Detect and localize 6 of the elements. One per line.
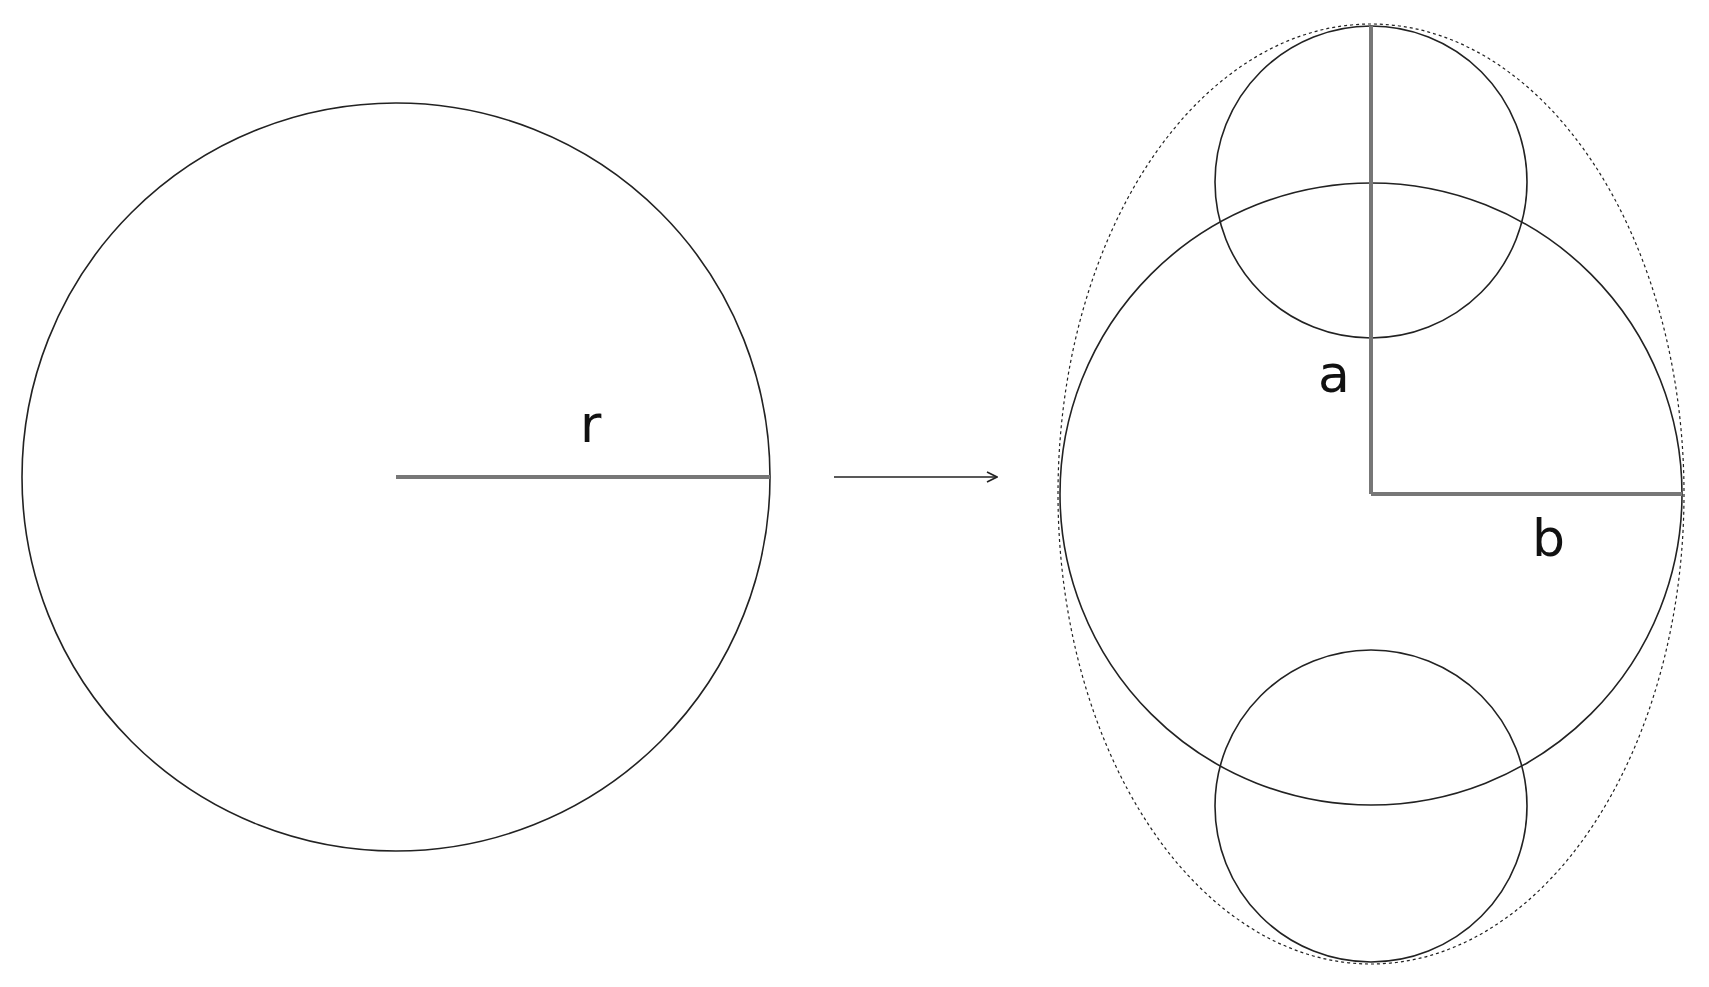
- dimension-label: r: [580, 398, 602, 450]
- circle-outline: [21, 102, 771, 852]
- dimension-label: a: [1318, 348, 1350, 400]
- ellipse-drawing: [1057, 23, 1685, 965]
- arrow: [833, 471, 998, 483]
- dimension-label: b: [1532, 512, 1565, 564]
